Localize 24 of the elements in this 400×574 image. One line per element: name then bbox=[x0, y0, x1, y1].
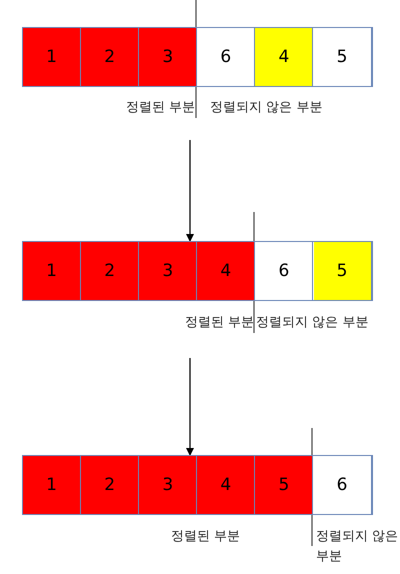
sorted-part-label: 정렬된 부분 bbox=[124, 99, 195, 117]
sorted-part-label: 정렬된 부분 bbox=[184, 314, 254, 332]
unsorted-part-label: 정렬되지 않은 부분 bbox=[256, 314, 370, 332]
unsorted-part-label: 정렬되지 않은 부분 bbox=[210, 99, 324, 117]
array-bar bbox=[22, 455, 373, 515]
unsorted-part-label: 정렬되지 않은 부분 bbox=[316, 528, 400, 566]
array-cell: 5 bbox=[314, 242, 372, 300]
arrow bbox=[186, 140, 194, 242]
array-cell: 4 bbox=[255, 28, 314, 86]
array-cell: 1 bbox=[23, 456, 82, 514]
array-cell: 1 bbox=[23, 242, 82, 300]
array-cell: 4 bbox=[197, 456, 256, 514]
array-cell: 1 bbox=[23, 28, 82, 86]
sorted-part-label: 정렬된 부분 bbox=[170, 528, 240, 546]
array-cell: 3 bbox=[139, 456, 198, 514]
array-bar bbox=[22, 27, 373, 87]
array-bar bbox=[22, 241, 373, 301]
array-cell: 3 bbox=[139, 242, 198, 300]
array-cell: 3 bbox=[139, 28, 198, 86]
array-cell: 2 bbox=[81, 242, 140, 300]
array-cell: 5 bbox=[255, 456, 314, 514]
array-cell: 2 bbox=[81, 456, 140, 514]
array-cell: 2 bbox=[81, 28, 140, 86]
array-cell: 4 bbox=[197, 242, 256, 300]
